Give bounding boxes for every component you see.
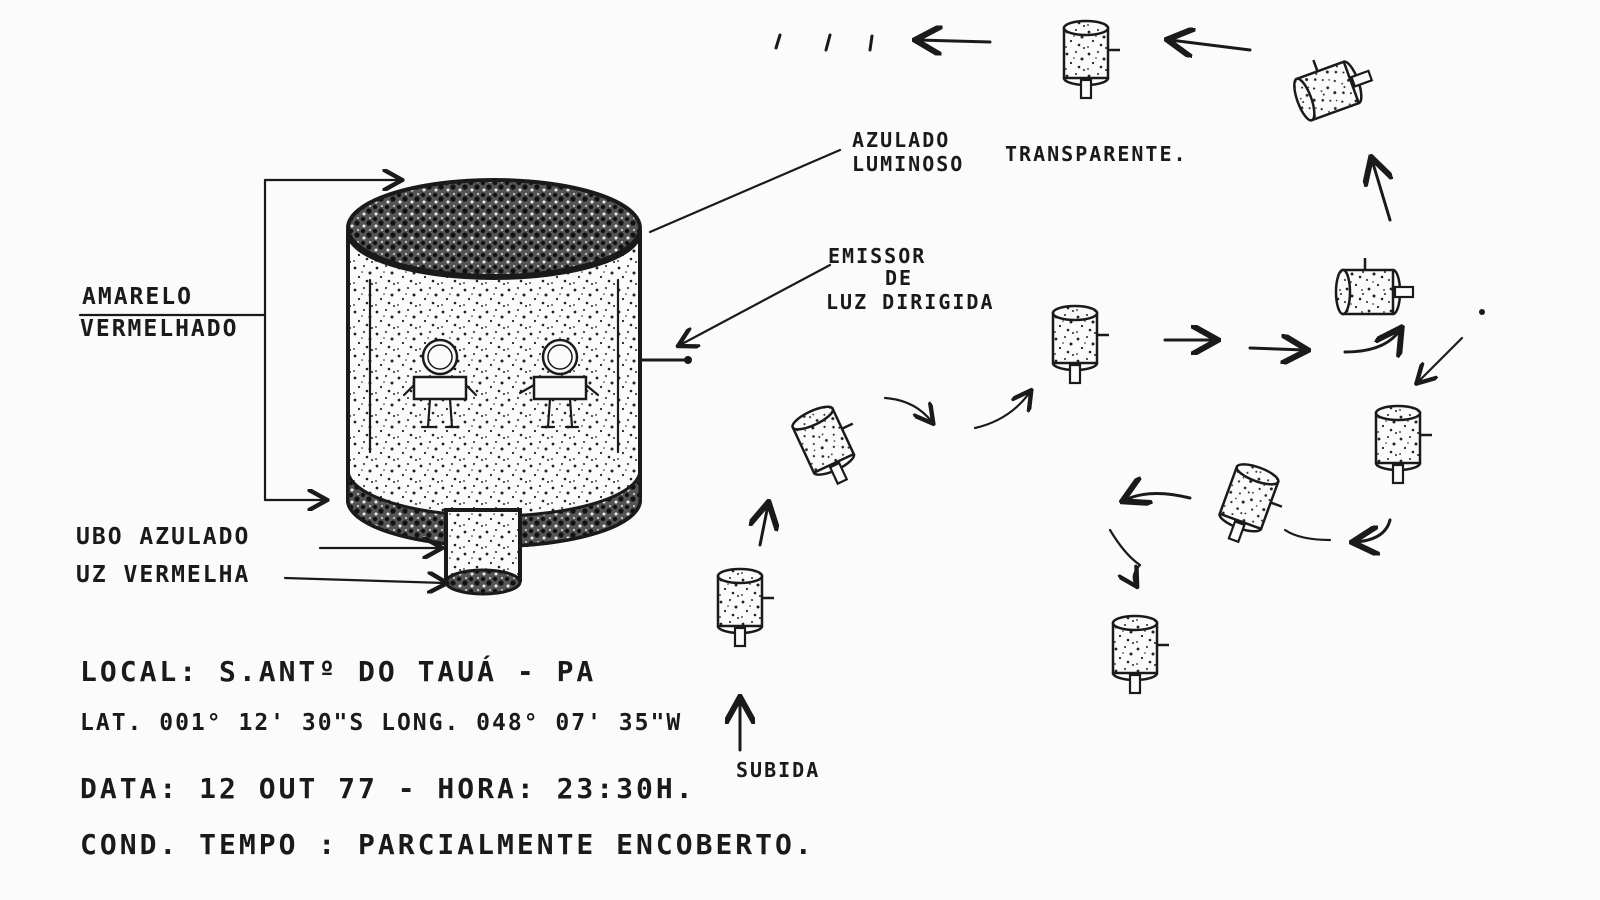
occupant-figure-left bbox=[402, 338, 478, 429]
leader-luz bbox=[283, 578, 445, 583]
label-luminoso: LUMINOSO bbox=[852, 152, 965, 176]
label-de: DE bbox=[885, 266, 914, 290]
label-amarelo: AMARELO bbox=[82, 284, 193, 310]
label-emissor: EMISSOR bbox=[828, 244, 927, 268]
label-luz-dirigida: LUZ DIRIGIDA bbox=[826, 290, 995, 314]
departure-marks bbox=[774, 33, 874, 52]
label-tubo-azulado: UBO AZULADO bbox=[76, 524, 251, 550]
info-local: LOCAL: S.ANTº DO TAUÁ - PA bbox=[80, 655, 597, 688]
trajectory-craft-5 bbox=[1284, 42, 1379, 124]
trajectory-craft-3 bbox=[1051, 304, 1111, 385]
info-tempo: COND. TEMPO : PARCIALMENTE ENCOBERTO. bbox=[80, 828, 815, 861]
info-coords: LAT. 001° 12' 30"S LONG. 048° 07' 35"W bbox=[80, 710, 683, 736]
trajectory-craft-7 bbox=[1374, 404, 1434, 485]
trajectory-craft-4 bbox=[1334, 256, 1415, 316]
trajectory-craft-9 bbox=[1111, 614, 1171, 695]
trajectory-craft-2 bbox=[788, 396, 875, 493]
label-subida: SUBIDA bbox=[736, 758, 821, 782]
leader-azulado bbox=[648, 148, 842, 234]
leader-emissor bbox=[680, 263, 832, 345]
label-vermelhado: VERMELHADO bbox=[80, 316, 239, 342]
trajectory-craft-6 bbox=[1062, 19, 1122, 100]
label-transparente: TRANSPARENTE. bbox=[1005, 142, 1188, 166]
main-craft bbox=[346, 178, 692, 596]
info-data: DATA: 12 OUT 77 - HORA: 23:30H. bbox=[80, 772, 696, 805]
trajectory-arrows bbox=[740, 40, 1464, 752]
light-dot bbox=[1479, 309, 1485, 315]
label-azulado: AZULADO bbox=[852, 128, 951, 152]
occupant-figure-right bbox=[518, 338, 600, 429]
label-luz-vermelha: UZ VERMELHA bbox=[76, 562, 251, 588]
color-bracket bbox=[78, 180, 400, 500]
trajectory-craft-8 bbox=[1211, 458, 1294, 553]
trajectory-craft-1 bbox=[716, 567, 776, 648]
